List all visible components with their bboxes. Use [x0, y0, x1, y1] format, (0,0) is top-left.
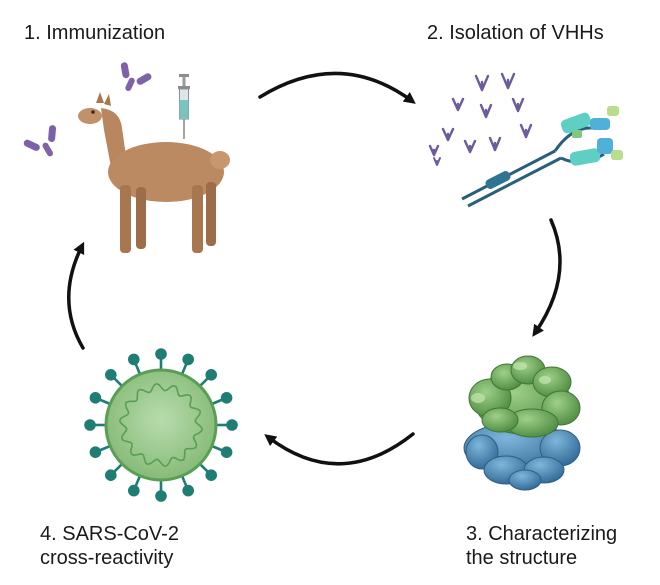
- arrow-4-to-1: [67, 241, 85, 350]
- step-3-label: 3. Characterizing the structure: [466, 522, 617, 570]
- syringe-icon: [178, 74, 190, 139]
- protein-structure-icon: [463, 355, 581, 491]
- step-1-label: 1. Immunization: [24, 22, 166, 44]
- step-4-label: 4. SARS-CoV-2 cross-reactivity: [40, 522, 179, 570]
- virus-spike-tip: [105, 469, 117, 482]
- vhh-antibody-icon: [428, 72, 533, 166]
- coronavirus-icon: [84, 348, 238, 502]
- step-2-label: 2. Isolation of VHHs: [427, 22, 604, 44]
- virus-spike-tip: [128, 353, 140, 366]
- virus-spike-tip: [128, 484, 140, 497]
- arrow-1-to-2: [258, 71, 416, 104]
- virus-spike-tip: [220, 446, 233, 459]
- virus-spike-tip: [220, 391, 233, 404]
- llama-icon: [78, 92, 230, 253]
- step-4-label-line2: cross-reactivity: [40, 547, 174, 569]
- virus-spike-tip: [89, 446, 102, 459]
- cycle-arrows: [67, 71, 562, 466]
- arrow-2-to-3: [532, 218, 562, 337]
- virus-spike-tip: [182, 484, 194, 497]
- antibody-icon: [23, 62, 152, 157]
- virus-spike-tip: [205, 469, 217, 482]
- virus-spike-tip: [226, 419, 238, 431]
- step-3-label-line1: 3. Characterizing: [466, 523, 618, 545]
- virus-spike-tip: [84, 419, 96, 431]
- step-3-label-line2: the structure: [466, 547, 578, 569]
- arrow-3-to-4: [264, 432, 415, 466]
- virus-spike-tip: [205, 368, 217, 381]
- vhh-fragment-structure: [461, 106, 623, 208]
- virus-spike-tip: [105, 368, 117, 381]
- virus-rna: [118, 382, 204, 468]
- virus-spike-tip: [155, 490, 167, 502]
- step-4-label-line1: 4. SARS-CoV-2: [40, 523, 179, 545]
- virus-spike-tip: [182, 353, 194, 366]
- virus-spike-tip: [155, 348, 167, 360]
- virus-spike-tip: [89, 391, 102, 404]
